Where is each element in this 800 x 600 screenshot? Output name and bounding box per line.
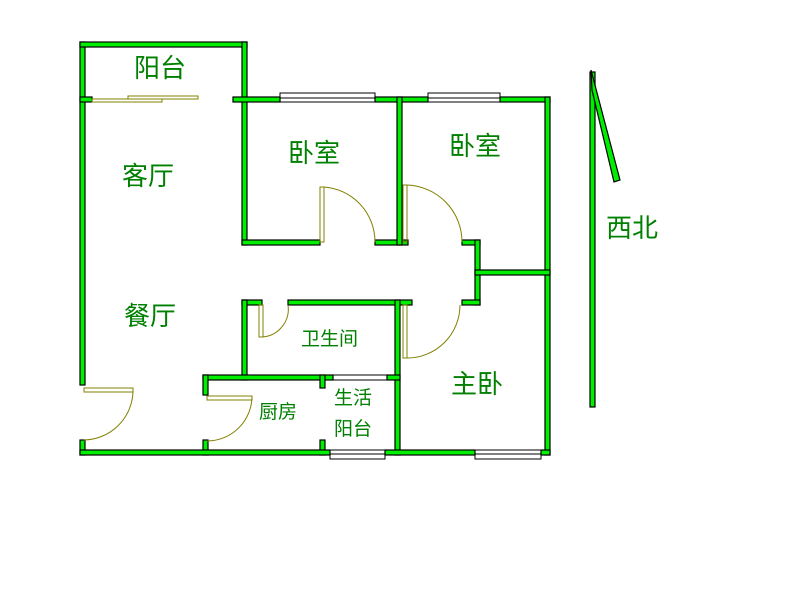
room-label-bedroom-2: 卧室 xyxy=(449,132,502,162)
room-label-utility-balcony-line2: 阳台 xyxy=(334,418,373,440)
room-label-dining-room: 餐厅 xyxy=(124,302,177,332)
compass-label: 西北 xyxy=(606,214,659,244)
room-label-balcony: 阳台 xyxy=(134,54,187,84)
room-label-living-room: 客厅 xyxy=(122,162,175,192)
room-label-master-bedroom: 主卧 xyxy=(451,370,504,400)
room-label-bedroom-1: 卧室 xyxy=(288,139,341,169)
walls xyxy=(79,41,551,456)
doors xyxy=(83,95,463,442)
room-label-utility-balcony-line1: 生活 xyxy=(334,387,373,409)
room-label-kitchen: 厨房 xyxy=(259,401,298,423)
room-label-bathroom: 卫生间 xyxy=(301,328,359,350)
north-arrow-icon xyxy=(589,69,621,408)
